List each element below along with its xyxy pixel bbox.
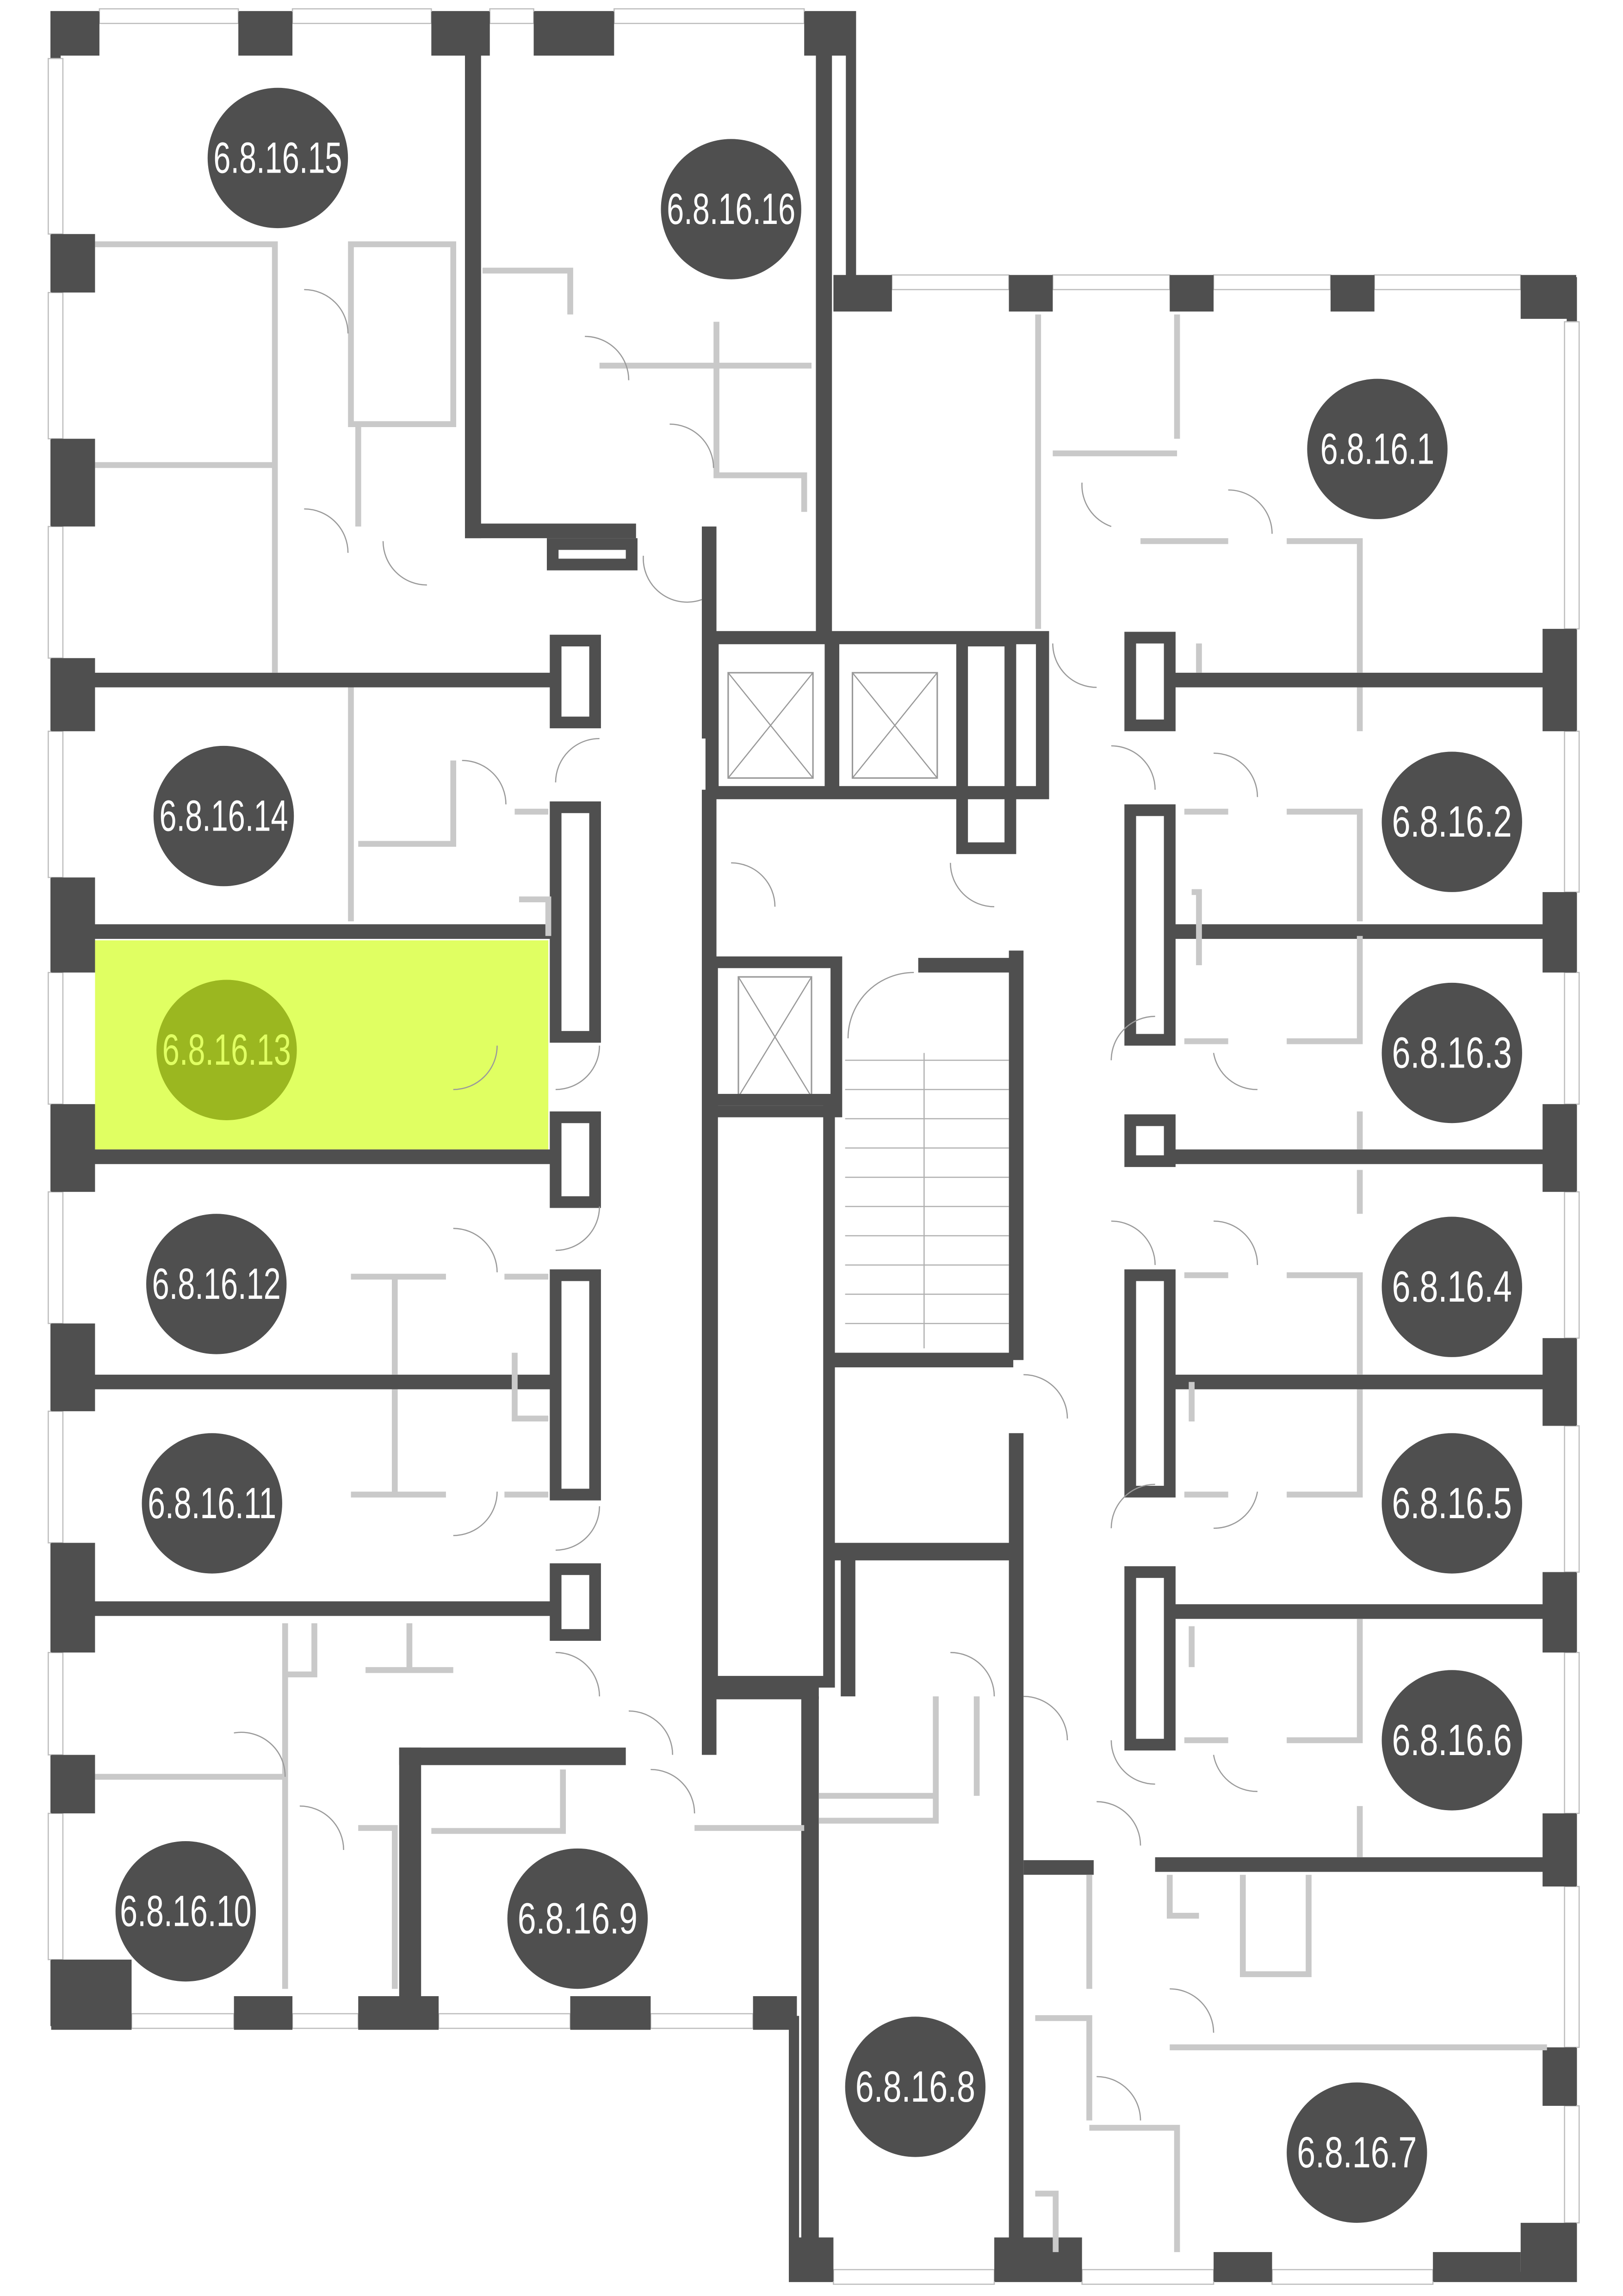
unit-6-8-16-14[interactable]: 6.8.16.14: [153, 745, 294, 887]
unit-marker: [153, 745, 294, 887]
unit-6-8-16-10[interactable]: 6.8.16.10: [115, 1841, 256, 1982]
unit-label: 6.8.16.15: [213, 133, 342, 182]
unit-label: 6.8.16.13: [162, 1025, 291, 1074]
unit-6-8-16-6[interactable]: 6.8.16.6: [1381, 1670, 1522, 1811]
unit-marker: [507, 1848, 648, 1989]
unit-label: 6.8.16.8: [855, 2062, 975, 2111]
unit-marker: [1307, 379, 1448, 520]
unit-6-8-16-3[interactable]: 6.8.16.3: [1381, 982, 1522, 1123]
closets: [546, 538, 1176, 1751]
interior-walls: [51, 12, 1550, 2282]
unit-marker: [1381, 751, 1522, 892]
unit-marker: [1381, 982, 1522, 1123]
unit-6-8-16-5[interactable]: 6.8.16.5: [1381, 1433, 1522, 1574]
unit-marker: [146, 1214, 287, 1354]
unit-6-8-16-4[interactable]: 6.8.16.4: [1381, 1216, 1522, 1357]
unit-label: 6.8.16.5: [1392, 1479, 1512, 1528]
unit-marker: [1381, 1216, 1522, 1357]
building-core: [705, 631, 1049, 1688]
unit-6-8-16-11[interactable]: 6.8.16.11: [142, 1433, 282, 1574]
unit-6-8-16-7[interactable]: 6.8.16.7: [1287, 2082, 1427, 2223]
unit-label: 6.8.16.14: [159, 792, 288, 841]
unit-marker: [845, 2017, 986, 2157]
stairs: [845, 1053, 1009, 1348]
unit-label: 6.8.16.10: [120, 1887, 251, 1936]
unit-6-8-16-2[interactable]: 6.8.16.2: [1381, 751, 1522, 892]
unit-label: 6.8.16.16: [667, 185, 795, 234]
unit-marker: [1287, 2082, 1427, 2223]
unit-6-8-16-8[interactable]: 6.8.16.8: [845, 2017, 986, 2157]
unit-label: 6.8.16.12: [152, 1260, 281, 1309]
unit-marker: [142, 1433, 282, 1574]
unit-label: 6.8.16.3: [1392, 1029, 1512, 1078]
unit-marker: [115, 1841, 256, 1982]
unit-marker: [207, 87, 348, 229]
unit-6-8-16-12[interactable]: 6.8.16.12: [146, 1214, 287, 1354]
unit-label: 6.8.16.4: [1392, 1262, 1512, 1311]
unit-label: 6.8.16.7: [1297, 2128, 1417, 2177]
partitions: [95, 241, 1547, 2253]
unit-label: 6.8.16.1: [1320, 424, 1435, 473]
unit-6-8-16-16[interactable]: 6.8.16.16: [661, 139, 801, 279]
unit-6-8-16-1[interactable]: 6.8.16.1: [1307, 379, 1448, 520]
unit-6-8-16-13[interactable]: 6.8.16.13: [156, 980, 297, 1120]
windows: [48, 8, 1580, 2285]
unit-marker: [1381, 1670, 1522, 1811]
unit-6-8-16-15[interactable]: 6.8.16.15: [207, 87, 348, 229]
doors: [234, 289, 1273, 2121]
unit-label: 6.8.16.11: [148, 1479, 276, 1528]
unit-label: 6.8.16.2: [1392, 797, 1512, 846]
unit-marker: [661, 139, 801, 279]
unit-marker: [1381, 1433, 1522, 1574]
unit-marker-selected: [156, 980, 297, 1120]
unit-6-8-16-9[interactable]: 6.8.16.9: [507, 1848, 648, 1989]
wall-piers: [51, 12, 1576, 2282]
unit-label: 6.8.16.6: [1392, 1716, 1512, 1765]
unit-label: 6.8.16.9: [518, 1894, 638, 1943]
